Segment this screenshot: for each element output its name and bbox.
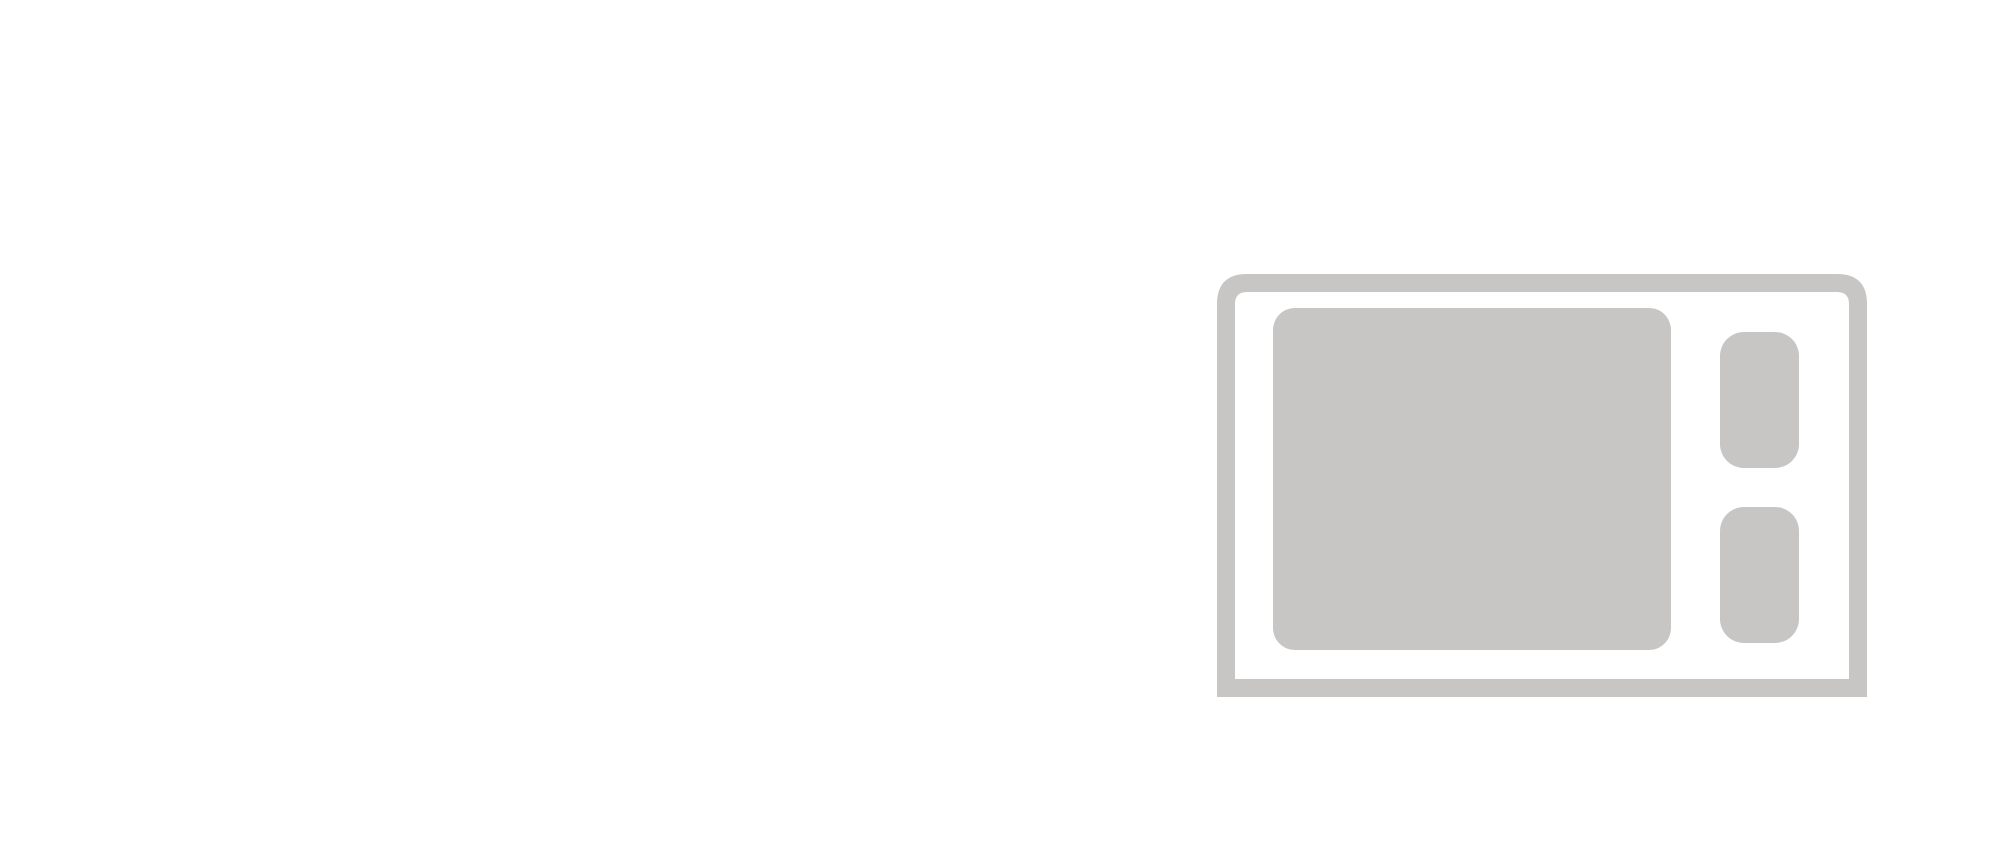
- microwave-bottom-knob: [1720, 507, 1799, 643]
- microwave-illustration: [1217, 274, 1867, 697]
- microwave-icon: [1217, 274, 1867, 697]
- microwave-top-knob: [1720, 332, 1799, 468]
- microwave-window: [1273, 308, 1671, 650]
